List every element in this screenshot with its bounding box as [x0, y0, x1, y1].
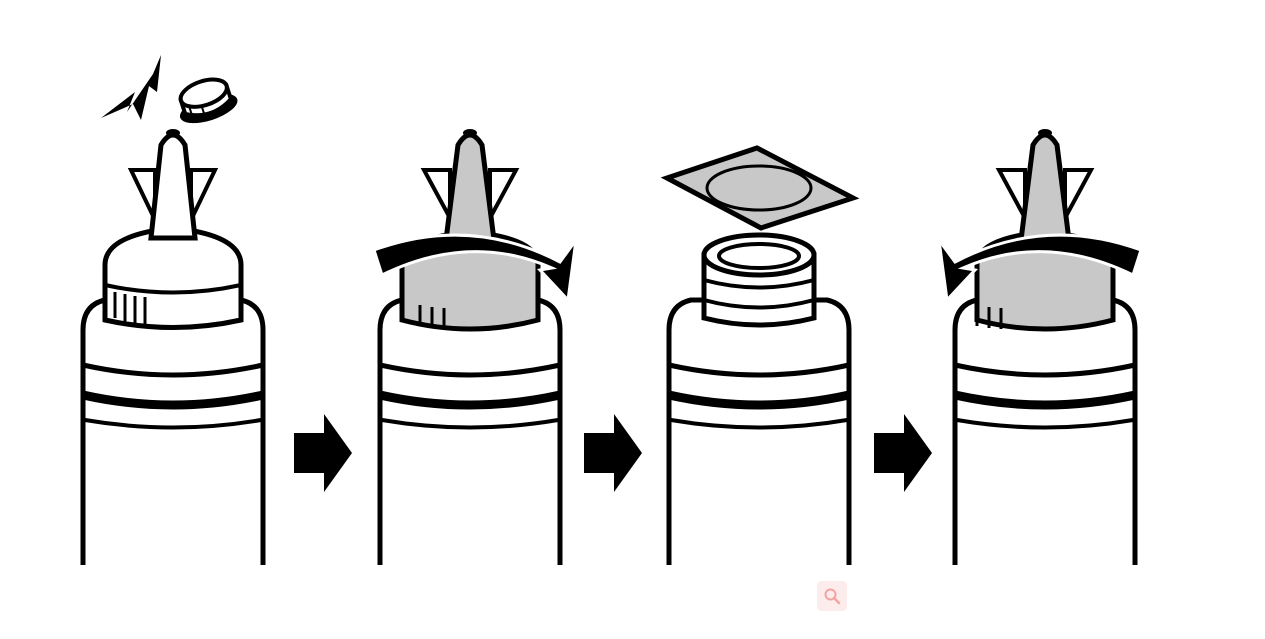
step-3-bottle: [660, 145, 860, 565]
zoom-icon: [824, 588, 841, 605]
step-1-bottle: [83, 55, 263, 565]
arrow-3: [874, 414, 932, 492]
zoom-button[interactable]: [817, 581, 847, 611]
arrow-1: [294, 414, 352, 492]
step-2-bottle: [372, 129, 578, 565]
step-4-bottle: [937, 129, 1143, 565]
arrow-2: [584, 414, 642, 492]
